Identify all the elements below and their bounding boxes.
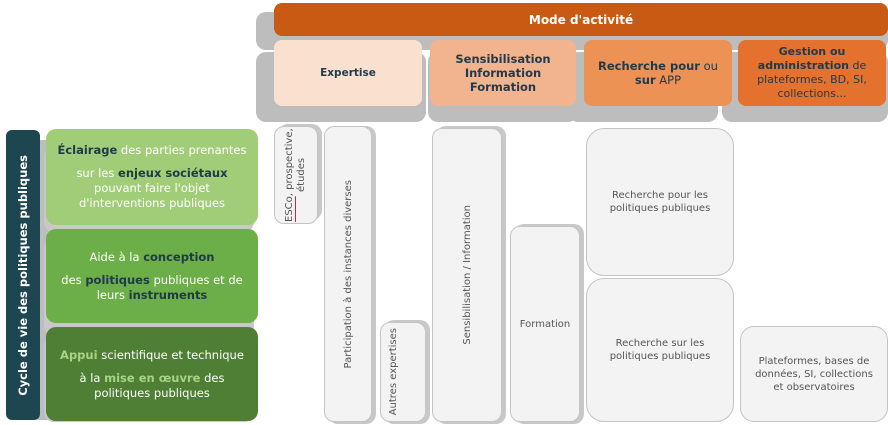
card-recherche-pour: Recherche pour les politiques publiques	[586, 128, 734, 276]
stage-eclairage-keyword2: enjeux sociétaux	[118, 166, 228, 180]
header-sensibilisation-line1: Sensibilisation	[455, 52, 551, 66]
side-title-bar: Cycle de vie des politiques publiques	[6, 130, 40, 420]
header-expertise-label: Expertise	[320, 67, 376, 79]
stage-conception-keyword3: instruments	[128, 287, 208, 302]
header-recherche-text1: ou	[699, 59, 718, 73]
header-recherche: Recherche pour ou sur APP	[584, 40, 732, 106]
card-esco-text: ESCo, prospective, études	[284, 127, 308, 223]
stage-appui-keyword2: mise en œuvre	[104, 370, 201, 385]
header-expertise: Expertise	[274, 40, 422, 106]
header-gestion-text: de plateformes, BD, SI, collections...	[757, 59, 867, 100]
header-recherche-text2: APP	[655, 73, 682, 87]
card-autres-expertises: Autres expertises	[380, 322, 426, 422]
card-esco-keyword: ESCo	[284, 196, 295, 222]
stage-eclairage: Éclairage des parties prenantes sur les …	[46, 129, 258, 225]
card-formation-text: Formation	[519, 318, 571, 330]
stage-conception-text2a: des	[61, 272, 86, 287]
activity-mode-title-text: Mode d'activité	[528, 12, 634, 27]
header-sensibilisation: Sensibilisation Information Formation	[430, 40, 576, 106]
card-plateformes-text: Plateformes, bases de données, SI, colle…	[755, 355, 873, 393]
card-esco-rest: , prospective, études	[284, 128, 307, 197]
stage-conception-text1: Aide à la	[89, 249, 144, 264]
activity-mode-title: Mode d'activité	[274, 3, 888, 36]
card-plateformes: Plateformes, bases de données, SI, colle…	[740, 326, 888, 422]
stage-eclairage-keyword: Éclairage	[57, 143, 118, 157]
header-sensibilisation-line3: Formation	[469, 80, 537, 94]
card-participation: Participation à des instances diverses	[324, 126, 372, 422]
stage-conception-keyword2: politiques	[85, 272, 150, 287]
card-participation-text: Participation à des instances diverses	[342, 179, 354, 369]
card-sensibilisation-text: Sensibilisation / Information	[461, 205, 473, 345]
stage-appui-text1: scientifique et technique	[97, 347, 244, 362]
card-recherche-pour-text: Recherche pour les politiques publiques	[609, 190, 711, 214]
stage-eclairage-text2a: sur les	[76, 166, 119, 180]
stage-conception-text2b: publiques et de leurs	[96, 272, 243, 302]
card-esco: ESCo, prospective, études	[274, 126, 318, 224]
stage-conception: Aide à la conception des politiques publ…	[46, 229, 258, 323]
stage-appui-text2a: à la	[79, 370, 105, 385]
stage-appui: Appui scientifique et technique à la mis…	[46, 327, 258, 421]
header-gestion-bold: Gestion ou administration	[757, 45, 849, 72]
stage-appui-text2b: des politiques publiques	[94, 370, 225, 400]
stage-eclairage-text2b: pouvant faire l'objet d'interventions pu…	[78, 181, 226, 210]
stage-appui-keyword: Appui	[60, 347, 98, 362]
header-sensibilisation-line2: Information	[464, 66, 542, 80]
stage-conception-keyword: conception	[143, 249, 215, 264]
card-formation: Formation	[510, 226, 580, 422]
card-recherche-sur: Recherche sur les politiques publiques	[586, 278, 734, 422]
side-title-text: Cycle de vie des politiques publiques	[16, 154, 30, 396]
header-recherche-bold1: Recherche pour	[598, 59, 700, 73]
card-sensibilisation: Sensibilisation / Information	[432, 128, 502, 422]
stage-eclairage-text1: des parties prenantes	[117, 143, 247, 157]
card-autres-text: Autres expertises	[388, 328, 399, 416]
header-recherche-bold2: sur	[634, 73, 656, 87]
header-gestion: Gestion ou administration de plateformes…	[738, 40, 886, 106]
card-recherche-sur-text: Recherche sur les politiques publiques	[609, 338, 711, 362]
